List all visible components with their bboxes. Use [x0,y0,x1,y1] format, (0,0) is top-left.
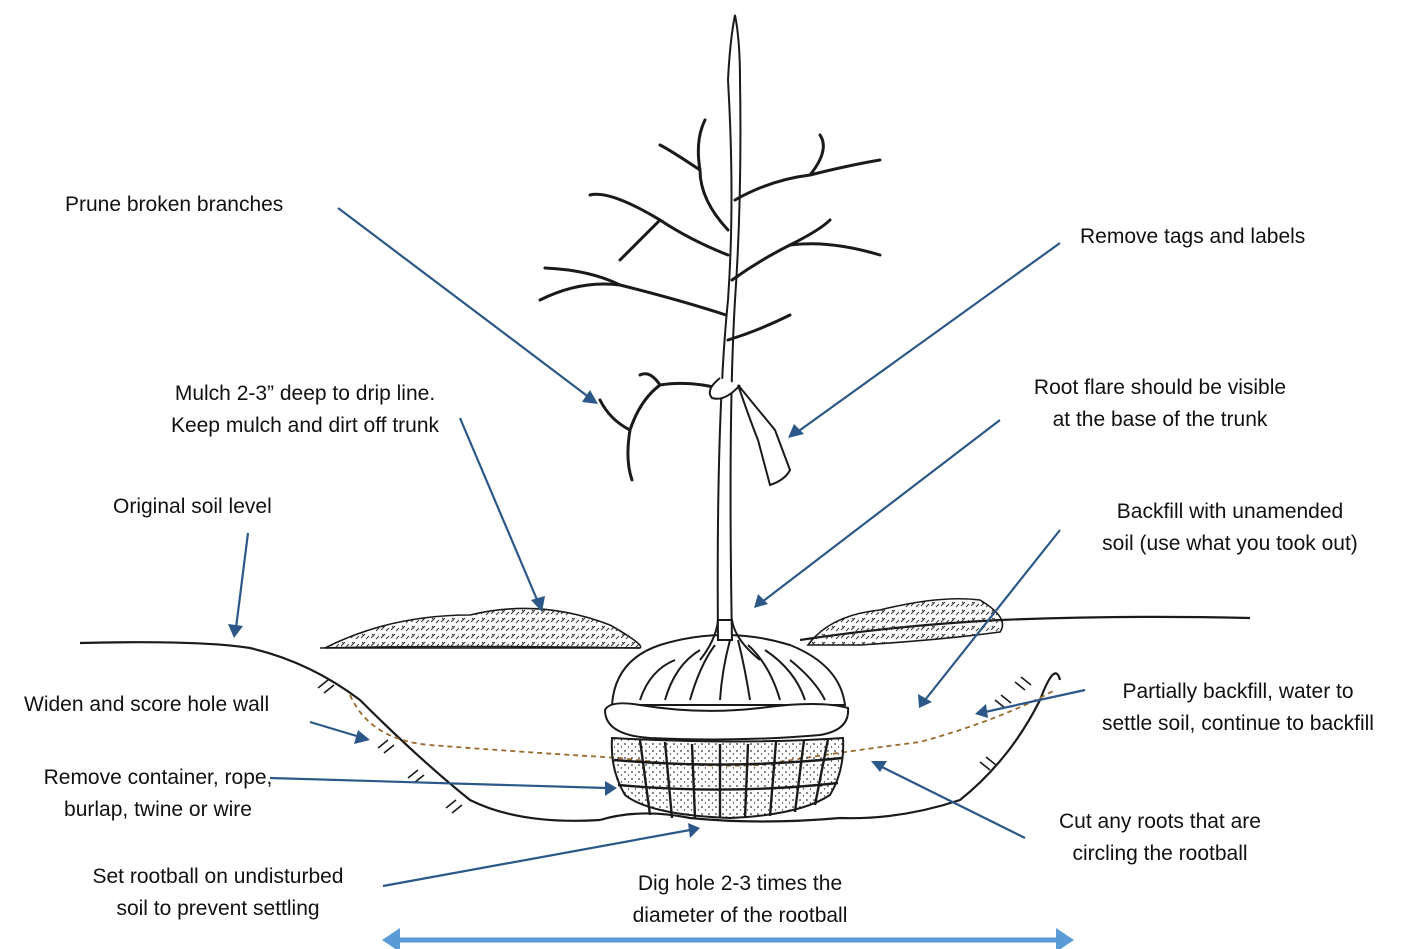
label-backfill: Backfill with unamended soil (use what y… [1060,496,1400,560]
label-set-rootball: Set rootball on undisturbed soil to prev… [58,861,378,925]
label-original-soil: Original soil level [113,491,272,523]
label-mulch: Mulch 2-3” deep to drip line. Keep mulch… [120,378,490,442]
label-dig-hole: Dig hole 2-3 times the diameter of the r… [595,868,885,932]
label-remove-container: Remove container, rope, burlap, twine or… [8,762,308,826]
trunk [718,15,741,640]
branches [540,120,880,480]
label-remove-tags: Remove tags and labels [1080,221,1305,253]
label-prune: Prune broken branches [65,189,283,221]
mulch-left [325,608,641,648]
label-cut-roots: Cut any roots that are circling the root… [1020,806,1300,870]
rootball-base [612,738,843,818]
label-widen-hole: Widen and score hole wall [24,689,269,721]
rootball-band [605,703,848,739]
label-partially-backfill: Partially backfill, water to settle soil… [1070,676,1406,740]
label-root-flare: Root flare should be visible at the base… [995,372,1325,436]
